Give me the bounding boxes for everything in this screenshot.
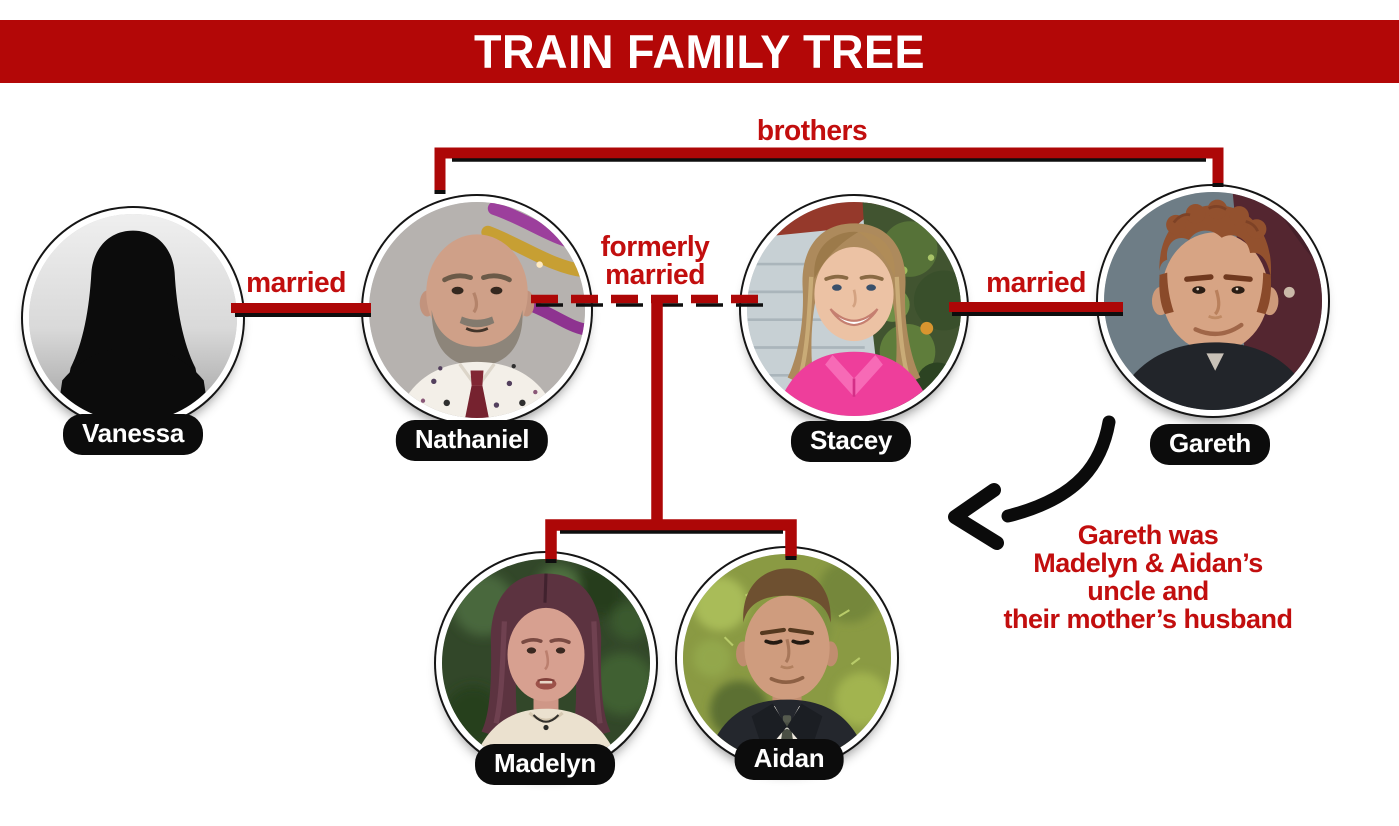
label-married-left: married (246, 267, 346, 299)
gareth-name: Gareth (1168, 428, 1252, 458)
gareth-annotation: Gareth was Madelyn & Aidan’s uncle and t… (1003, 520, 1293, 634)
brothers-left-tip (434, 190, 446, 194)
annotation-line-4: their mother’s husband (1003, 604, 1293, 634)
gareth-photo (1098, 186, 1328, 416)
label-married-right: married (986, 267, 1086, 299)
aidan-portrait-image (683, 554, 891, 762)
stacey-name: Stacey (809, 425, 893, 455)
brothers-bracket-line (434, 147, 1224, 192)
name-label-nathaniel: Nathaniel (395, 420, 549, 461)
name-label-stacey: Stacey (790, 421, 912, 462)
name-label-aidan: Aidan (734, 739, 844, 780)
madelyn-photo (436, 553, 656, 773)
annotation-line-1: Gareth was (1077, 520, 1219, 550)
stacey-portrait-image (747, 202, 961, 416)
gareth-portrait-image (1104, 192, 1322, 410)
name-label-gareth: Gareth (1149, 424, 1271, 465)
vanessa-name: Vanessa (82, 418, 184, 448)
annotation-line-3: uncle and (1087, 576, 1209, 606)
annotation-arrow-head (948, 483, 1004, 550)
aidan-photo (677, 548, 897, 768)
page-title: TRAIN FAMILY TREE (473, 24, 926, 78)
vanessa-photo (23, 208, 243, 428)
label-formerly-married-line2: married (605, 259, 705, 291)
vanessa-silhouette-image (29, 214, 237, 422)
nathaniel-name: Nathaniel (414, 424, 530, 454)
stacey-photo (741, 196, 967, 422)
title-banner: TRAIN FAMILY TREE (0, 20, 1399, 83)
name-label-madelyn: Madelyn (475, 744, 615, 785)
annotation-arrow-curve (1001, 415, 1116, 523)
nathaniel-portrait-image (369, 202, 585, 418)
aidan-name: Aidan (753, 743, 825, 773)
label-formerly-married: formerly married (600, 231, 710, 291)
name-label-vanessa: Vanessa (63, 414, 203, 455)
label-brothers: brothers (756, 115, 868, 147)
nathaniel-photo (363, 196, 591, 424)
madelyn-name: Madelyn (494, 748, 596, 778)
label-formerly-married-line1: formerly (600, 231, 710, 263)
annotation-line-2: Madelyn & Aidan’s (1033, 548, 1263, 578)
madelyn-portrait-image (442, 559, 650, 767)
